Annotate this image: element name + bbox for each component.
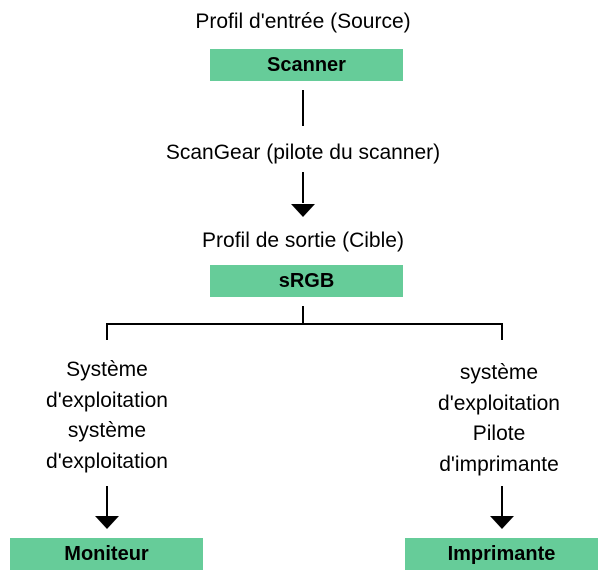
left-branch-text: Système d'exploitation système d'exploit… <box>7 355 207 477</box>
left-arrowhead <box>95 516 119 529</box>
left-branch-line: d'exploitation <box>46 449 168 473</box>
scanner-box: Scanner <box>210 49 403 81</box>
srgb-box: sRGB <box>210 265 403 297</box>
left-branch-line: système <box>67 419 147 442</box>
input-profile-label: Profil d'entrée (Source) <box>195 10 411 33</box>
left-branch-line: d'exploitation <box>46 388 168 412</box>
right-branch-text: système d'exploitation Pilote d'impriman… <box>399 358 599 480</box>
right-branch-line: Pilote <box>472 422 526 445</box>
left-branch-line: Système <box>66 358 148 381</box>
driver-label: ScanGear (pilote du scanner) <box>165 141 441 164</box>
printer-box: Imprimante <box>405 538 598 570</box>
right-branch-line: système <box>459 361 539 384</box>
right-branch-line: d'exploitation <box>438 391 560 415</box>
right-branch-line: d'imprimante <box>439 452 559 476</box>
driver-to-output-arrowhead <box>291 204 315 217</box>
monitor-box: Moniteur <box>10 538 203 570</box>
output-profile-label: Profil de sortie (Cible) <box>202 229 404 252</box>
right-arrowhead <box>490 516 514 529</box>
